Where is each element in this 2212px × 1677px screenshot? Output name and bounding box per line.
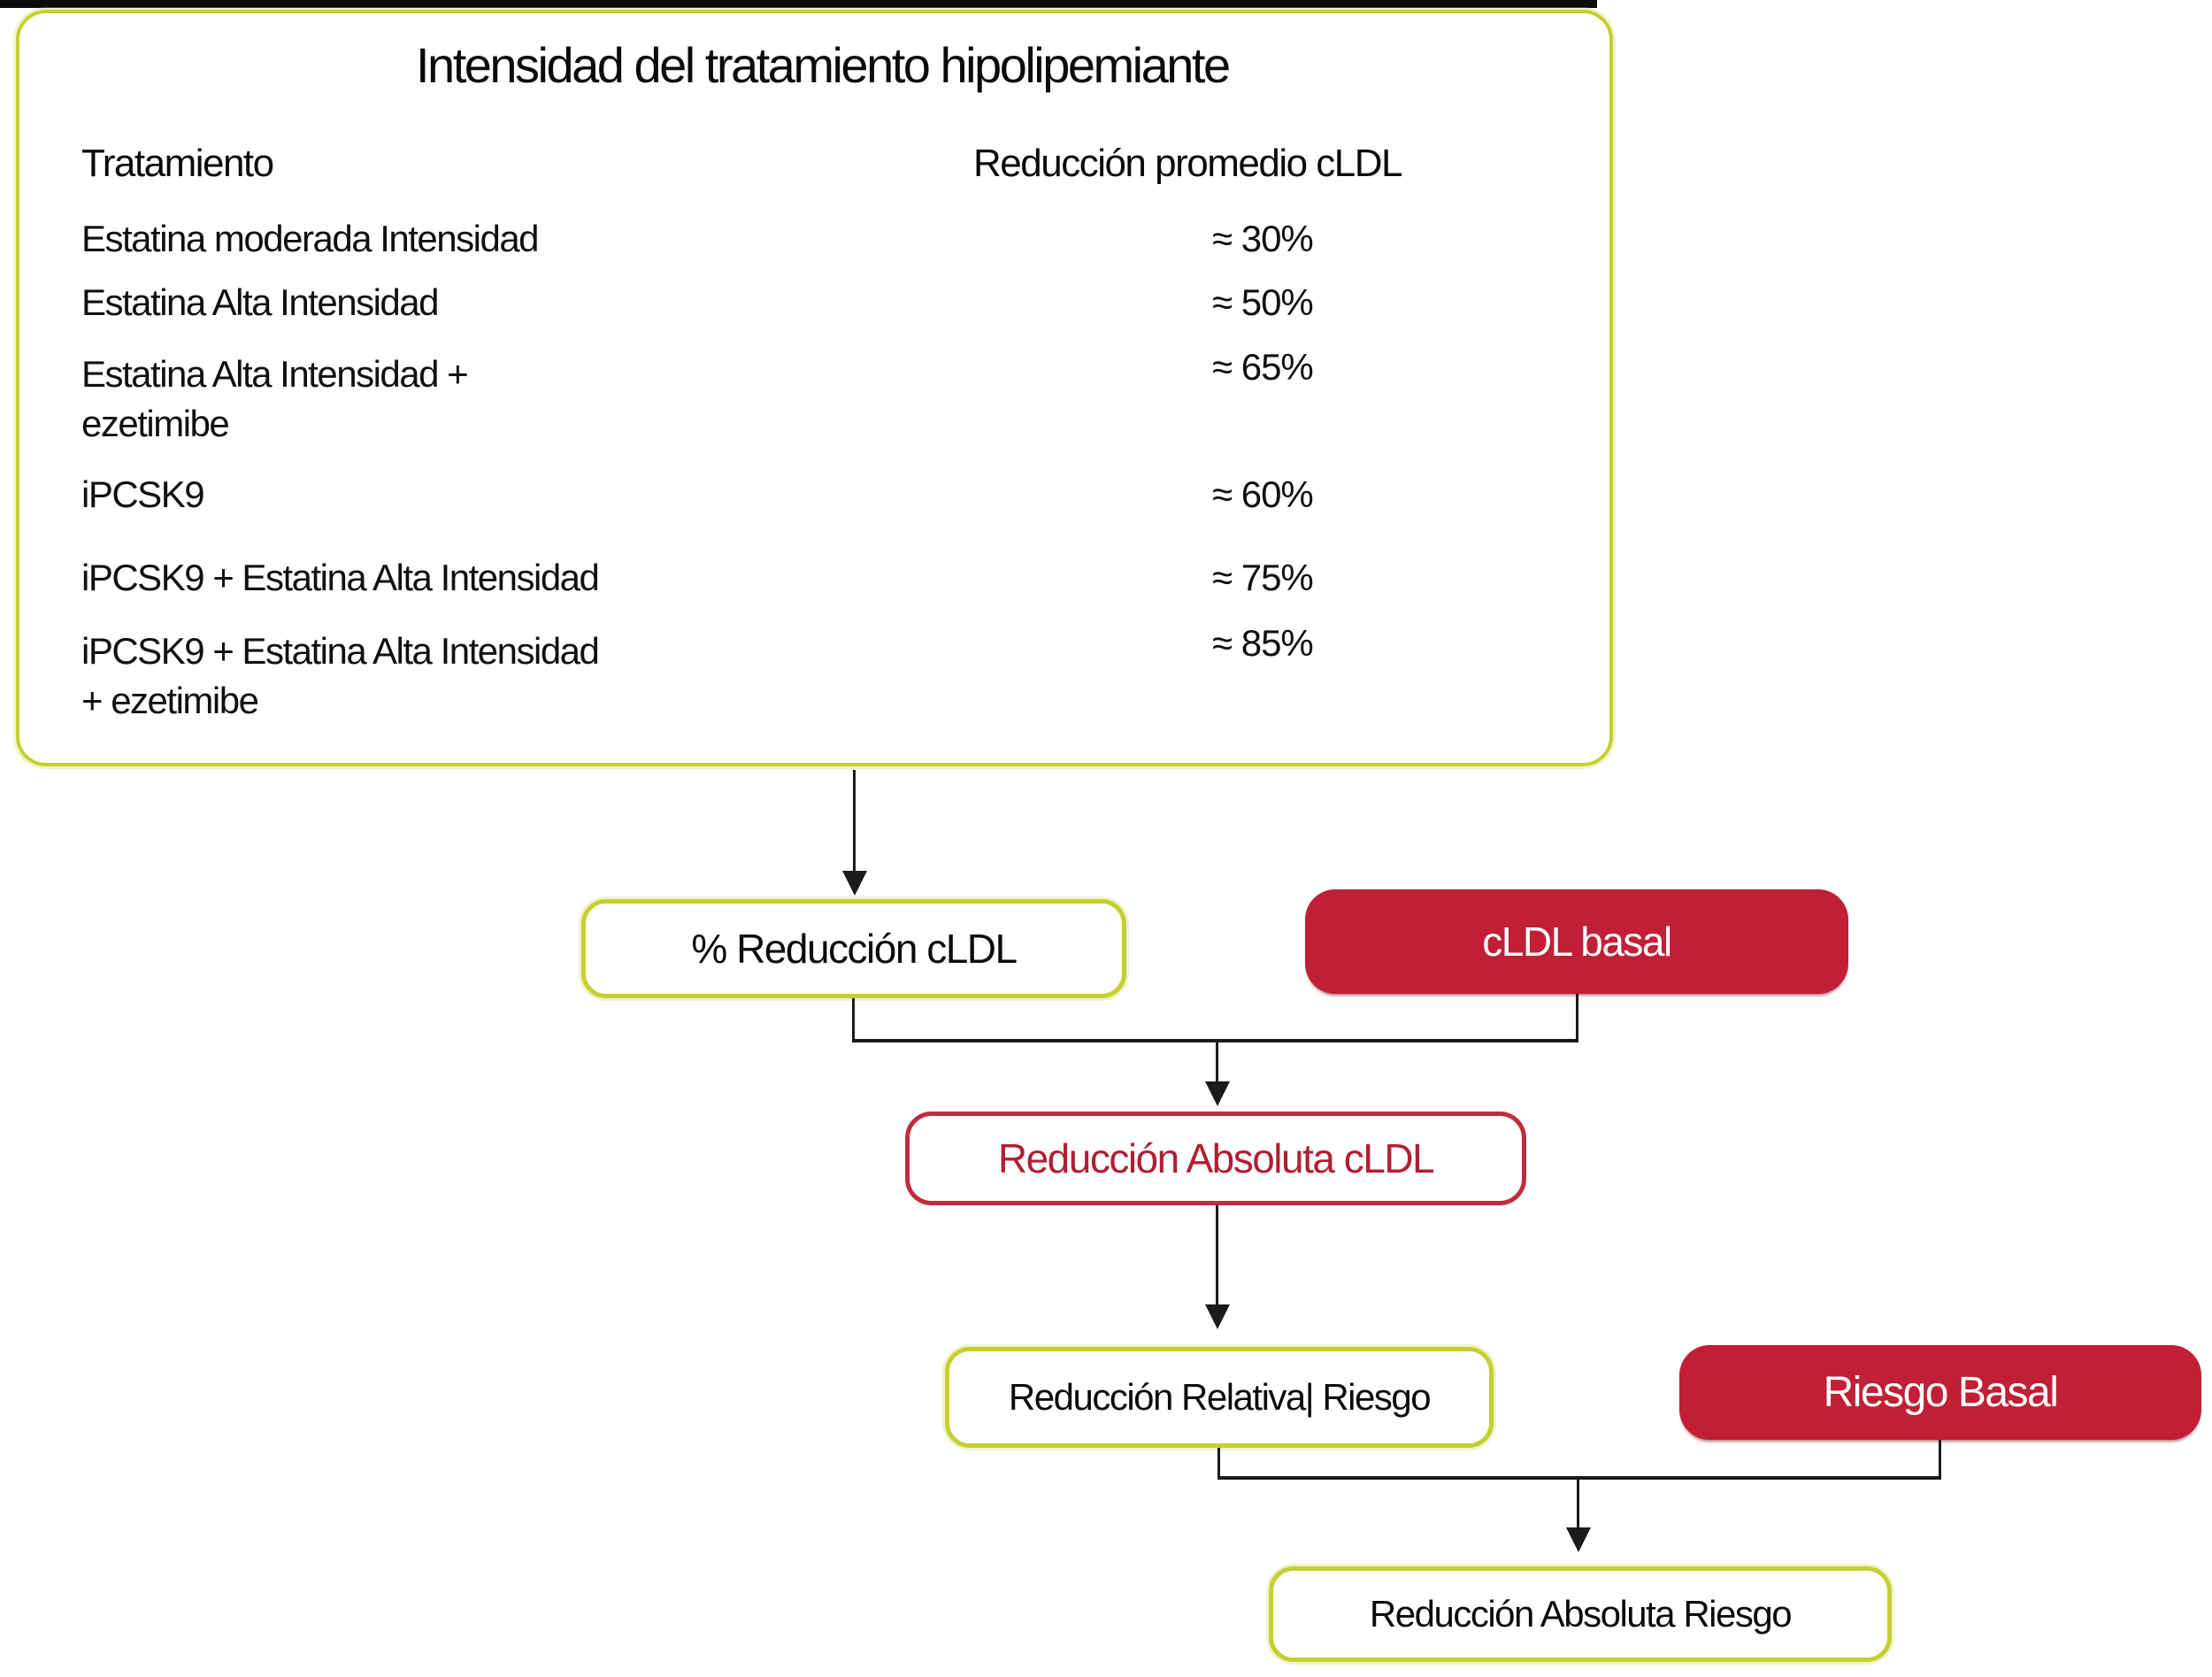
relative-risk-reduction-node: Reducción Relativa| Riesgo — [945, 1347, 1494, 1448]
table-row-reduction: ≈ 50% — [1212, 281, 1314, 323]
connector2-right-drop-line — [1939, 1440, 1941, 1478]
top-scan-artifact-bar — [0, 0, 1597, 8]
table-row-reduction: ≈ 30% — [1212, 218, 1314, 259]
connector2-merge-line — [1217, 1476, 1941, 1480]
column-header-reduction: Reducción promedio cLDL — [973, 142, 1403, 185]
arrow-panel-to-pct-reduction-head-icon — [842, 871, 867, 896]
ldl-basal-label: cLDL basal — [1482, 919, 1672, 965]
ldl-basal-node: cLDL basal — [1305, 889, 1848, 994]
treatment-intensity-panel: Intensidad del tratamiento hipolipemiant… — [16, 10, 1613, 766]
connector2-stem-line — [1577, 1480, 1579, 1529]
table-row-treatment: iPCSK9 + Estatina Alta Intensidad + ezet… — [81, 630, 600, 721]
table-row-reduction: ≈ 65% — [1212, 346, 1314, 388]
pct-reduction-ldl-label: % Reducción cLDL — [691, 926, 1018, 972]
panel-title: Intensidad del tratamiento hipolipemiant… — [416, 37, 1231, 93]
connector1-stem-line — [1216, 1042, 1218, 1083]
connector2-arrow-head-icon — [1566, 1527, 1591, 1552]
table-row-treatment: iPCSK9 + Estatina Alta Intensidad — [81, 557, 600, 598]
table-row-reduction: ≈ 75% — [1212, 557, 1314, 598]
relative-risk-reduction-label: Reducción Relativa| Riesgo — [1008, 1376, 1432, 1418]
table-row-treatment: Estatina Alta Intensidad — [81, 281, 439, 323]
table-row-treatment: Estatina moderada Intensidad — [81, 218, 540, 259]
table-row-reduction: ≈ 85% — [1212, 622, 1314, 664]
absolute-risk-reduction-label: Reducción Absoluta Riesgo — [1369, 1593, 1793, 1635]
absolute-reduction-ldl-label: Reducción Absoluta cLDL — [997, 1135, 1435, 1181]
absolute-risk-reduction-node: Reducción Absoluta Riesgo — [1269, 1566, 1892, 1662]
connector1-right-drop-line — [1576, 994, 1578, 1041]
table-row-reduction: ≈ 60% — [1212, 473, 1314, 515]
risk-basal-label: Riesgo Basal — [1823, 1369, 2059, 1416]
arrow-absldl-to-relrisk-head-icon — [1205, 1304, 1230, 1329]
connector2-left-drop-line — [1217, 1448, 1220, 1478]
arrow-absldl-to-relrisk-line — [1216, 1205, 1218, 1306]
pct-reduction-ldl-node: % Reducción cLDL — [581, 899, 1126, 998]
risk-basal-node: Riesgo Basal — [1679, 1345, 2201, 1440]
connector1-arrow-head-icon — [1205, 1081, 1230, 1106]
table-row-treatment: Estatina Alta Intensidad + ezetimibe — [81, 353, 469, 444]
absolute-reduction-ldl-node: Reducción Absoluta cLDL — [905, 1112, 1526, 1205]
column-header-treatment: Tratamiento — [81, 142, 274, 185]
connector1-left-drop-line — [852, 998, 855, 1041]
connector1-merge-line — [852, 1039, 1578, 1042]
table-row-treatment: iPCSK9 — [81, 473, 205, 515]
arrow-panel-to-pct-reduction-line — [853, 770, 856, 873]
